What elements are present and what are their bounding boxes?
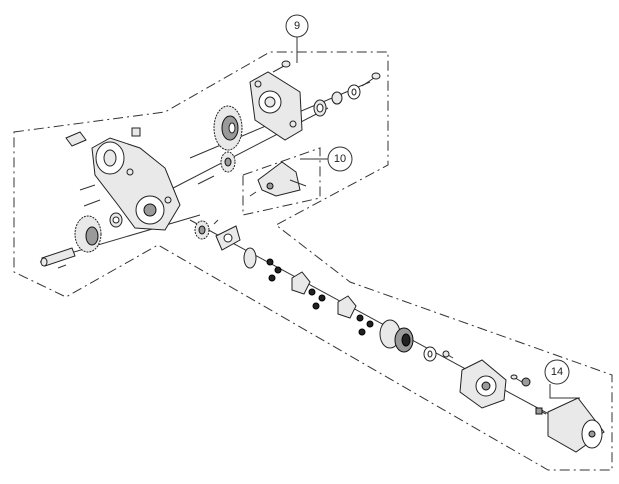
retaining-clip	[57, 264, 67, 269]
output-shaft	[40, 247, 76, 267]
callout-14-leader	[549, 384, 580, 399]
small-cap	[131, 127, 141, 137]
electric-motor	[535, 397, 605, 453]
coupling-disc	[243, 247, 257, 269]
nut-set-1	[266, 258, 282, 282]
mounting-bracket	[215, 225, 241, 251]
pinion-gear	[220, 151, 236, 173]
large-spur-gear	[213, 105, 243, 151]
motor-bracket	[459, 359, 507, 409]
upper-washer	[347, 84, 361, 100]
spider-coupler-1	[291, 271, 311, 295]
upper-bolt	[361, 72, 381, 87]
lower-spur-gear	[74, 215, 102, 253]
pinion-pin	[213, 219, 219, 225]
connector-terminal	[65, 131, 87, 147]
dowel-pin-1	[79, 184, 96, 191]
washer-bolt	[442, 350, 454, 359]
callout-10: 10	[327, 146, 353, 172]
nut-set-3	[356, 314, 374, 336]
flat-washer	[423, 346, 437, 362]
bracket-spacer	[521, 377, 531, 387]
shaft-pin	[197, 175, 215, 185]
bracket-screw	[510, 374, 523, 383]
upper-spacer	[331, 91, 343, 105]
callout-9: 9	[285, 14, 309, 38]
dowel-pin-2	[83, 199, 101, 207]
callout-9-label: 9	[294, 20, 300, 32]
callout-14: 14	[544, 359, 570, 385]
clutch-drum	[379, 319, 414, 353]
gear-cover-plate	[249, 71, 303, 141]
group-boundary-subassembly-10	[242, 147, 321, 216]
lower-bearing	[109, 212, 123, 228]
drive-pinion-gear	[194, 220, 210, 240]
nut-set-2	[308, 288, 326, 310]
top-screw	[272, 60, 291, 73]
upper-bearing	[313, 99, 327, 117]
callout-14-label: 14	[551, 366, 563, 378]
group-boundary-main	[13, 51, 613, 471]
spider-coupler-2	[337, 295, 357, 319]
switch-lever-subassembly	[249, 161, 307, 197]
main-gear-housing	[91, 137, 181, 231]
callout-10-label: 10	[334, 153, 346, 165]
